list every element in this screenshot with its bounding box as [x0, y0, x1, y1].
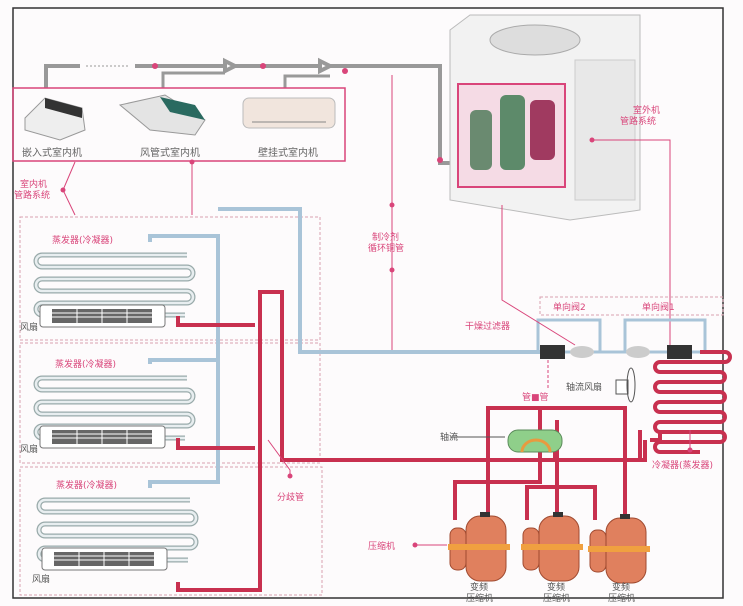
- svg-text:单向阀1: 单向阀1: [642, 301, 675, 313]
- ducted-label: 风管式室内机: [140, 146, 200, 159]
- svg-text:压缩机: 压缩机: [368, 540, 395, 552]
- svg-text:蒸发器(冷凝器): 蒸发器(冷凝器): [52, 234, 113, 246]
- outdoor-unit: 室外机 管路系统: [449, 14, 671, 345]
- cassette-label: 嵌入式室内机: [22, 146, 82, 159]
- refrigerant-pipe-annotation: 制冷剂 循环铜管: [368, 75, 404, 350]
- svg-text:蒸发器(冷凝器): 蒸发器(冷凝器): [55, 358, 116, 370]
- inverter-compressor-3: 变频 压缩机: [587, 513, 651, 604]
- svg-text:单向阀2: 单向阀2: [553, 301, 586, 313]
- svg-text:管路系统: 管路系统: [620, 115, 656, 127]
- svg-text:管■管: 管■管: [522, 391, 549, 403]
- liquid-lines: [148, 207, 545, 488]
- svg-text:分歧管: 分歧管: [277, 491, 304, 503]
- indoor-system-annotation: 室内机 管路系统: [14, 159, 195, 216]
- svg-text:管路系统: 管路系统: [14, 189, 50, 201]
- evaporator-section-3: 蒸发器(冷凝器) 风扇: [19, 466, 323, 596]
- inverter-compressor-2: 变频 压缩机: [520, 511, 584, 604]
- wall-label: 壁挂式室内机: [258, 146, 318, 159]
- svg-text:压缩机: 压缩机: [466, 592, 493, 604]
- svg-text:变频: 变频: [470, 581, 488, 593]
- condenser-coil: 冷凝器(蒸发器): [650, 350, 732, 471]
- svg-text:风扇: 风扇: [32, 573, 50, 585]
- compressor-annotation: 压缩机: [368, 540, 447, 552]
- branch-pipe-annotation: 分歧管: [267, 439, 304, 503]
- indoor-units-box: [12, 87, 346, 162]
- accumulator: 轴流: [440, 429, 563, 453]
- svg-text:制冷剂: 制冷剂: [372, 231, 399, 243]
- evaporator-section-1: 蒸发器(冷凝器) 风扇: [19, 216, 321, 341]
- svg-text:干燥过滤器: 干燥过滤器: [465, 320, 510, 332]
- svg-text:轴流风扇: 轴流风扇: [566, 381, 602, 393]
- svg-text:压缩机: 压缩机: [543, 592, 570, 604]
- dry-filter-annotation: 干燥过滤器: [465, 205, 576, 346]
- svg-text:压缩机: 压缩机: [608, 592, 635, 604]
- svg-text:室内机: 室内机: [20, 178, 47, 190]
- inverter-compressor-1: 变频 压缩机: [447, 511, 511, 604]
- svg-text:循环铜管: 循环铜管: [368, 242, 404, 254]
- wall-indoor-unit: 壁挂式室内机: [242, 97, 336, 159]
- evaporator-section-2: 蒸发器(冷凝器) 风扇: [19, 342, 321, 464]
- svg-text:变频: 变频: [547, 581, 565, 593]
- svg-text:变频: 变频: [612, 581, 630, 593]
- svg-text:蒸发器(冷凝器): 蒸发器(冷凝器): [56, 479, 117, 491]
- capillary-annotation: 管■管: [522, 360, 549, 403]
- top-refrigerant-pipes: [44, 57, 455, 165]
- svg-text:冷凝器(蒸发器): 冷凝器(蒸发器): [652, 459, 713, 471]
- compressor-piping: [453, 406, 647, 520]
- ducted-indoor-unit: 风管式室内机: [118, 94, 206, 159]
- cassette-indoor-unit: 嵌入式室内机: [22, 97, 86, 159]
- svg-text:轴流: 轴流: [440, 431, 458, 443]
- svg-text:风扇: 风扇: [20, 443, 38, 455]
- svg-text:风扇: 风扇: [20, 321, 38, 333]
- diagram-frame: [12, 7, 724, 599]
- axial-fan: 轴流风扇: [566, 367, 636, 403]
- svg-text:室外机: 室外机: [633, 104, 660, 116]
- check-valve-box: 单向阀2 单向阀1: [536, 296, 724, 359]
